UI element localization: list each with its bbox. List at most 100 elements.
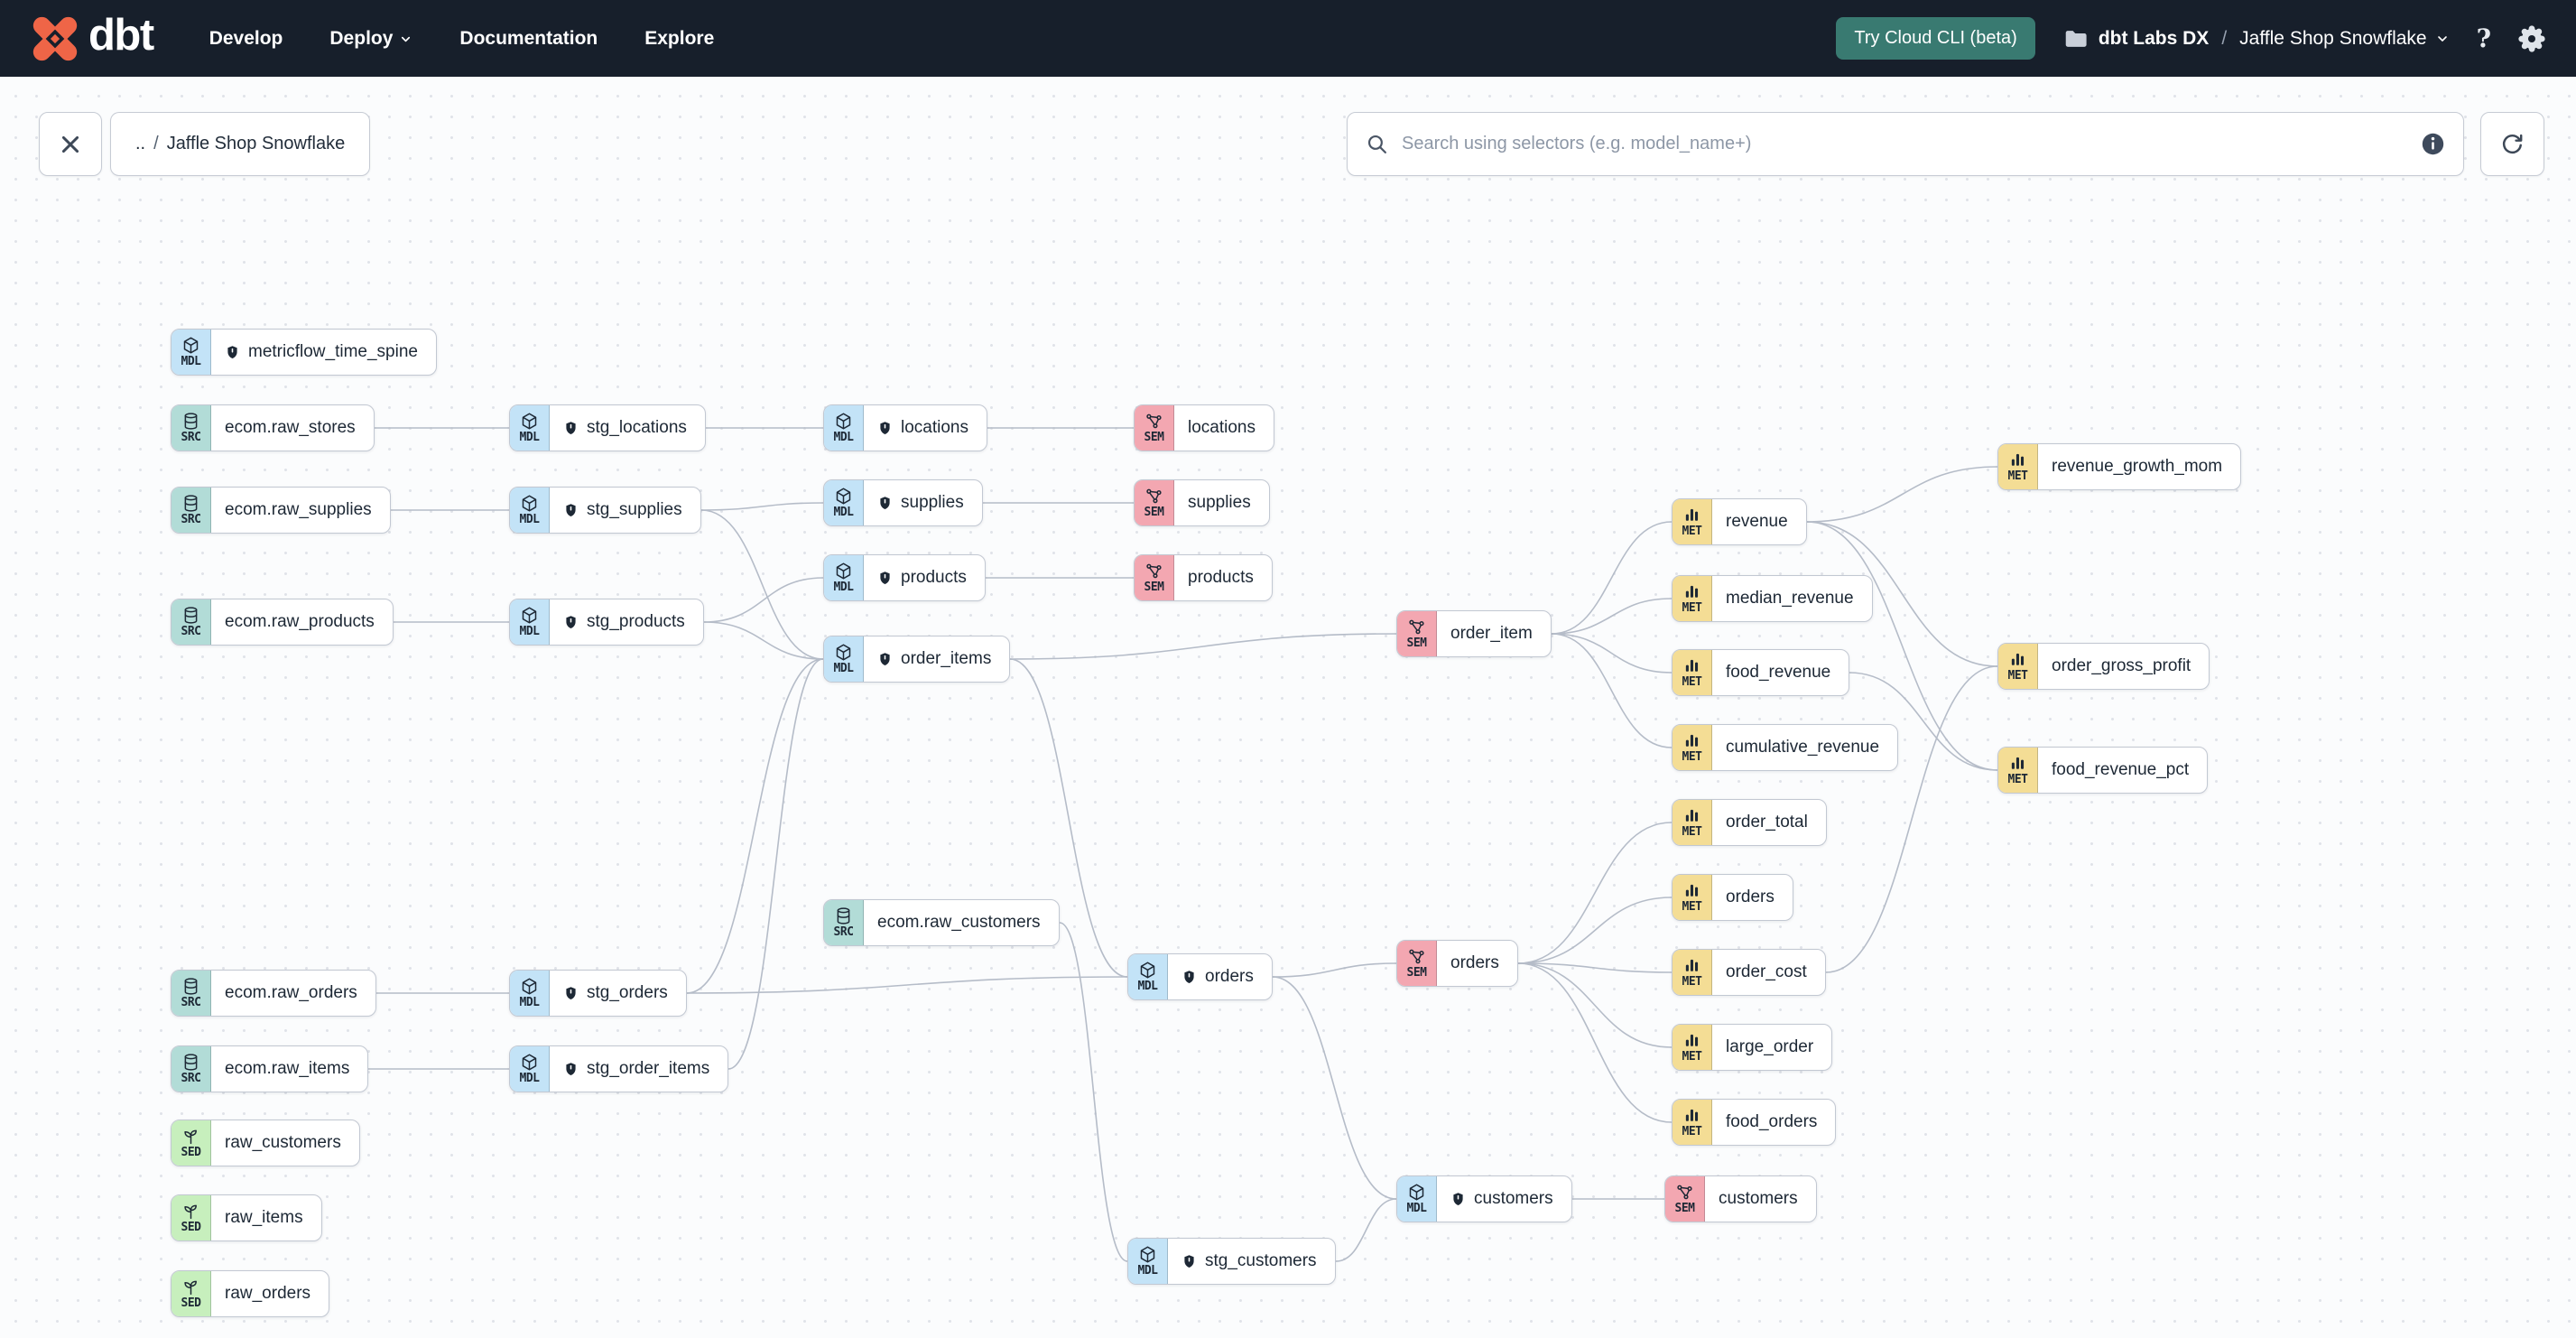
node-label: raw_items [225, 1208, 303, 1227]
node-label: products [901, 568, 967, 587]
node-body: stg_orders [550, 971, 686, 1016]
cube-icon: MDL [171, 330, 211, 375]
try-cloud-cli-button[interactable]: Try Cloud CLI (beta) [1836, 17, 2035, 60]
semantic-graph-icon: SEM [1397, 941, 1437, 986]
node-type-label: MET [2007, 469, 2028, 484]
node-label: stg_supplies [587, 500, 682, 519]
node-body: products [864, 555, 985, 600]
node-body: ecom.raw_orders [211, 971, 375, 1016]
nav-item-documentation[interactable]: Documentation [459, 27, 598, 49]
node-type-label: SEM [1144, 506, 1164, 520]
node-body: stg_supplies [550, 488, 700, 533]
seedling-icon: SED [171, 1120, 211, 1166]
shield-icon [563, 420, 579, 437]
node-body: order_gross_profit [2038, 644, 2209, 689]
node-type-label: MDL [833, 506, 854, 520]
node-type-label: MET [1682, 1125, 1702, 1139]
bar-chart-icon: MET [1673, 499, 1712, 544]
database-icon: SRC [824, 900, 864, 945]
node-label: orders [1205, 967, 1254, 986]
node-type-label: MDL [1137, 1264, 1158, 1278]
lineage-edge-sem_order_item--met_food_revenue [1551, 633, 1673, 674]
node-label: supplies [901, 493, 964, 512]
node-label: stg_customers [1205, 1251, 1317, 1270]
lineage-canvas[interactable] [0, 77, 2576, 1338]
account-breadcrumb[interactable]: dbt Labs DX / Jaffle Shop Snowflake [2062, 26, 2450, 51]
nav-item-deploy[interactable]: Deploy [329, 28, 412, 50]
help-icon[interactable]: ? [2476, 23, 2491, 53]
lineage-node-stg_customers[interactable]: MDL stg_customers [1127, 1238, 1336, 1285]
shield-icon [1181, 969, 1197, 986]
gear-icon[interactable] [2518, 24, 2545, 52]
node-label: locations [901, 418, 968, 437]
info-icon[interactable] [2421, 132, 2445, 156]
lineage-node-mdl_supplies[interactable]: MDL supplies [823, 479, 983, 526]
node-type-label: MET [1682, 975, 1702, 990]
dbt-logo[interactable]: dbt [31, 14, 154, 63]
breadcrumb-up[interactable]: .. [135, 134, 146, 153]
lineage-breadcrumb[interactable]: .. / Jaffle Shop Snowflake [110, 112, 371, 176]
node-body: orders [1712, 875, 1793, 920]
nav-item-explore[interactable]: Explore [644, 27, 715, 49]
close-lineage-button[interactable] [39, 112, 102, 176]
node-label: customers [1719, 1189, 1798, 1208]
search-input[interactable] [1402, 134, 2407, 154]
lineage-node-met_order_cost[interactable]: MET order_cost [1672, 949, 1826, 996]
lineage-node-src_raw_customers[interactable]: SRC ecom.raw_customers [823, 899, 1060, 946]
semantic-graph-icon: SEM [1397, 611, 1437, 656]
project-selector[interactable]: Jaffle Shop Snowflake [2239, 28, 2449, 50]
node-label: ecom.raw_customers [877, 913, 1041, 932]
node-body: raw_orders [211, 1271, 329, 1316]
node-type-label: SEM [1406, 966, 1427, 980]
node-body: order_cost [1712, 950, 1825, 995]
search-icon [1367, 135, 1386, 153]
node-body: stg_locations [550, 405, 705, 451]
account-name[interactable]: dbt Labs DX [2098, 27, 2210, 49]
cube-icon: MDL [510, 1046, 550, 1092]
nav-item-develop[interactable]: Develop [208, 27, 283, 49]
refresh-lineage-button[interactable] [2480, 112, 2544, 176]
shield-icon [877, 570, 893, 587]
refresh-icon [2502, 134, 2523, 154]
node-label: order_cost [1726, 962, 1807, 981]
database-icon: SRC [171, 971, 211, 1016]
node-label: food_revenue_pct [2052, 760, 2190, 779]
node-type-label: MET [1682, 750, 1702, 765]
